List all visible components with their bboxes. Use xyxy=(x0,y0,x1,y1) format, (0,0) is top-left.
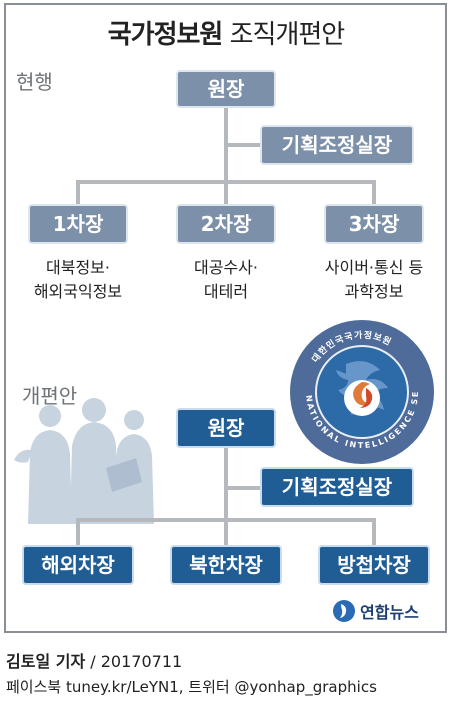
yonhap-logo: 연합뉴스 xyxy=(332,598,419,624)
silhouette-group xyxy=(14,398,154,524)
current-branch-left xyxy=(76,180,80,208)
current-deputy-2-desc: 대공수사· 대테러 xyxy=(156,256,296,304)
current-deputy-1-desc: 대북정보· 해외국익정보 xyxy=(8,256,148,304)
credit-author: 김토일 기자 xyxy=(6,652,86,671)
desc-line: 해외국익정보 xyxy=(33,282,123,301)
document-shape xyxy=(106,458,142,492)
proposed-director-box: 원장 xyxy=(176,408,276,448)
social-line: 페이스북 tuney.kr/LeYN1, 트위터 @yonhap_graphic… xyxy=(6,678,377,696)
current-planning-box: 기획조정실장 xyxy=(260,125,414,165)
current-director-box: 원장 xyxy=(176,70,276,108)
emblem-flame-left xyxy=(353,382,370,406)
current-deputy-3-desc: 사이버·통신 등 과학정보 xyxy=(300,256,448,304)
person-arm xyxy=(14,449,32,463)
current-deputy-3-box: 3차장 xyxy=(324,204,424,244)
title-bold: 국가정보원 xyxy=(107,20,224,50)
person-head xyxy=(39,405,61,427)
desc-line: 사이버·통신 등 xyxy=(324,258,424,277)
desc-line: 과학정보 xyxy=(344,282,404,301)
desc-line: 대북정보· xyxy=(46,258,110,277)
current-planning-connector xyxy=(226,143,262,147)
current-branch-right xyxy=(372,180,376,208)
people-silhouette-icon xyxy=(14,398,154,524)
logo-mark xyxy=(340,604,347,618)
person-head xyxy=(124,410,144,430)
proposed-deputy-counterintel-box: 방첩차장 xyxy=(318,545,430,585)
yonhap-logo-icon xyxy=(333,600,355,622)
credit-date: / 20170711 xyxy=(90,652,183,671)
proposed-branch-center xyxy=(224,518,228,548)
proposed-deputy-overseas-box: 해외차장 xyxy=(22,545,134,585)
emblem-inner-border xyxy=(315,345,409,439)
yonhap-logo-text: 연합뉴스 xyxy=(360,603,419,622)
page-title: 국가정보원 조직개편안 xyxy=(0,14,452,51)
person-body xyxy=(28,430,72,524)
proposed-trunk-line xyxy=(224,440,228,520)
current-branch-center xyxy=(224,180,228,208)
person-head xyxy=(82,398,106,422)
desc-line: 대공수사· xyxy=(194,258,258,277)
proposed-section-label: 개편안 xyxy=(22,384,78,408)
proposed-branch-right xyxy=(372,518,376,548)
title-rest: 조직개편안 xyxy=(229,20,346,50)
current-deputy-1-box: 1차장 xyxy=(28,204,128,244)
current-deputy-2-box: 2차장 xyxy=(176,204,276,244)
desc-line: 대테러 xyxy=(203,282,249,301)
proposed-planning-box: 기획조정실장 xyxy=(260,467,414,507)
proposed-deputy-northkorea-box: 북한차장 xyxy=(170,545,282,585)
current-section-label: 현행 xyxy=(16,70,53,94)
credit-line: 김토일 기자 / 20170711 xyxy=(6,648,182,672)
proposed-planning-connector xyxy=(226,486,262,490)
nis-emblem-icon: NATIONAL INTELLIGENCE SERVICE KOREA 대한민국… xyxy=(286,318,434,464)
emblem-flame-right xyxy=(360,388,373,408)
proposed-branch-left xyxy=(76,518,80,548)
person-body xyxy=(70,422,116,524)
